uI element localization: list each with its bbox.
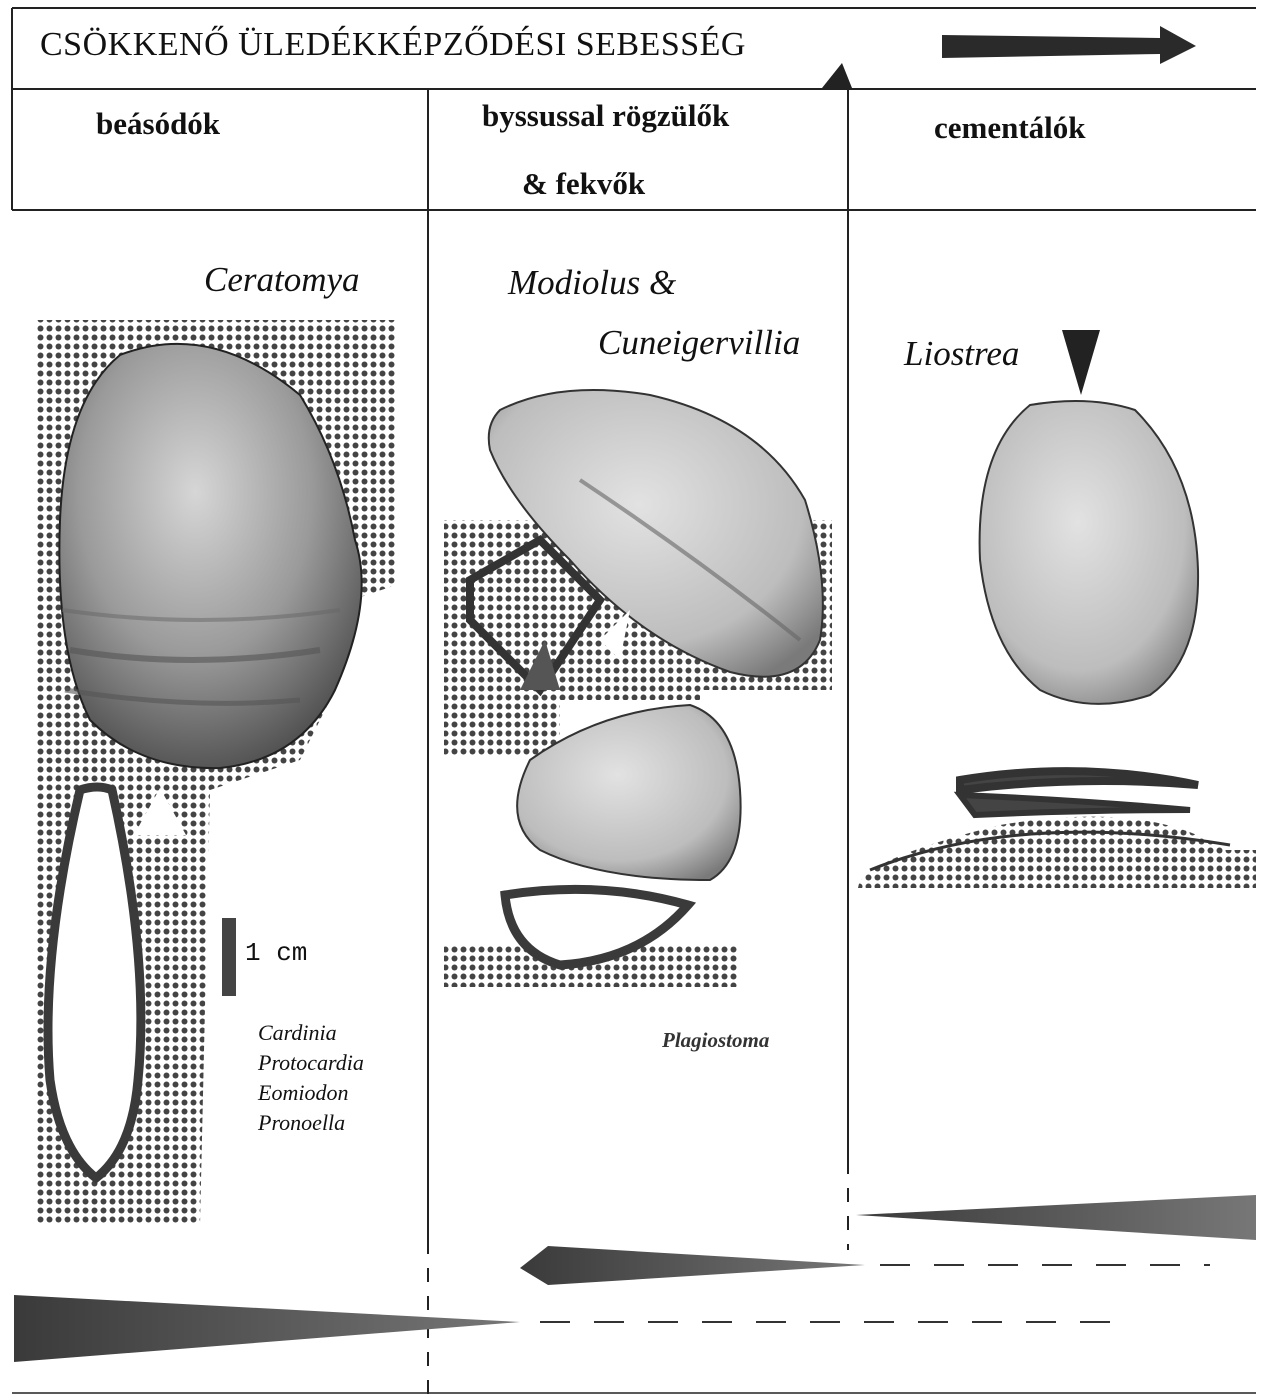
wedge-burrowers: [14, 1295, 520, 1362]
burrower-list-item: Pronoella: [258, 1108, 364, 1138]
burrower-list: Cardinia Protocardia Eomiodon Pronoella: [258, 1018, 364, 1138]
header-byssate-line1: byssussal rögzülők: [482, 98, 729, 134]
header-cementers: cementálók: [934, 110, 1086, 146]
wedge-byssate: [520, 1246, 865, 1285]
title-arrow: [942, 26, 1196, 64]
genus-ceratomya: Ceratomya: [204, 260, 360, 300]
genus-modiolus: Modiolus &: [508, 263, 676, 303]
genus-cuneigervillia: Cuneigervillia: [598, 323, 800, 363]
scale-bar: [222, 918, 236, 996]
header-byssate-line2: & fekvők: [522, 166, 645, 202]
liostrea-valve-lower: [960, 795, 1190, 815]
burrower-list-item: Protocardia: [258, 1048, 364, 1078]
liostrea-valve-upper: [960, 771, 1198, 790]
burrower-list-item: Cardinia: [258, 1018, 364, 1048]
burrower-list-item: Eomiodon: [258, 1078, 364, 1108]
wedge-cementers: [856, 1195, 1256, 1240]
genus-liostrea: Liostrea: [904, 334, 1019, 374]
genus-plagiostoma: Plagiostoma: [662, 1028, 769, 1053]
liostrea-shell: [980, 401, 1198, 704]
header-burrowers: beásódók: [96, 106, 220, 142]
diagram-title: CSÖKKENŐ ÜLEDÉKKÉPZŐDÉSI SEBESSÉG: [40, 26, 746, 64]
scale-bar-label: 1 cm: [245, 938, 307, 968]
black-pointer: [1062, 330, 1100, 395]
arrow-notch: [822, 63, 852, 88]
